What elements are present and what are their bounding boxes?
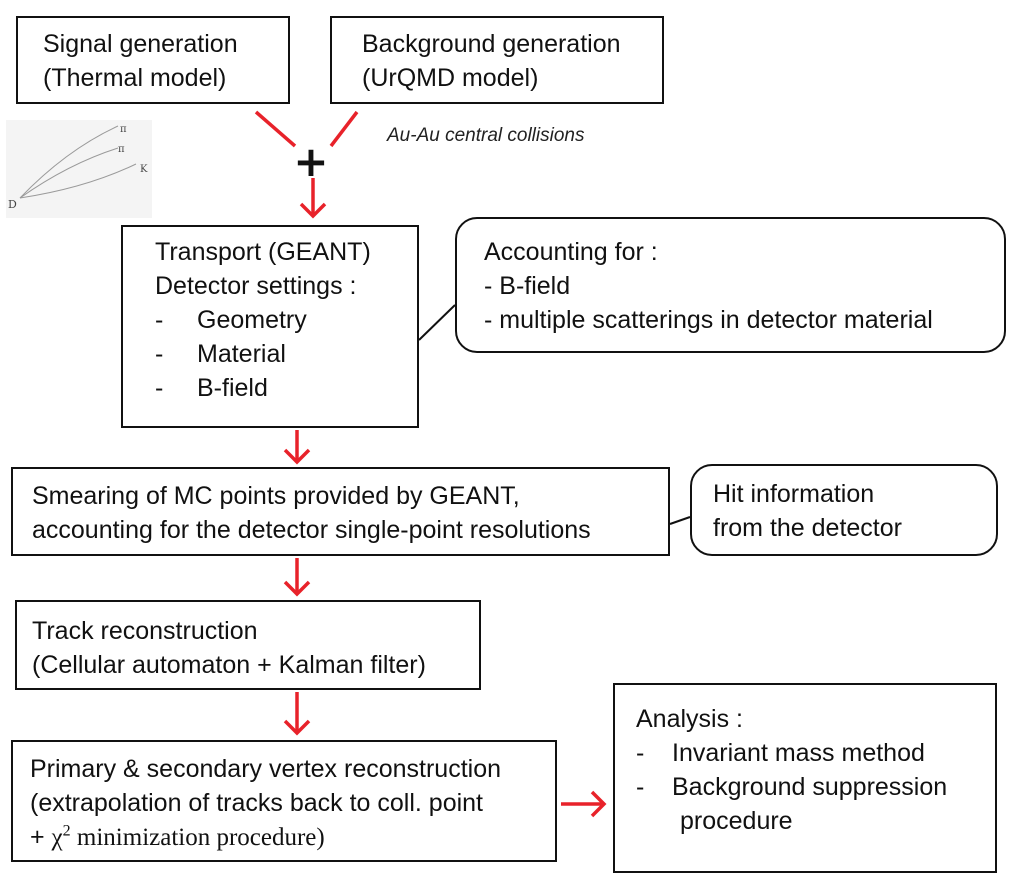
- accounting-item-bfield: - B-field: [484, 272, 571, 300]
- smearing-line-1: Smearing of MC points provided by GEANT,: [32, 482, 520, 510]
- transport-accounting-connector: [418, 304, 456, 341]
- arrow-to-track: [283, 558, 311, 597]
- background-connector: [329, 110, 359, 148]
- transport-item-geometry: -Geometry: [155, 306, 307, 334]
- background-generation-box: Background generation (UrQMD model): [330, 16, 664, 104]
- hit-information-callout: Hit information from the detector: [690, 464, 998, 556]
- vertex-line-1: Primary & secondary vertex reconstructio…: [30, 755, 502, 783]
- analysis-item-invariant-mass: -Invariant mass method: [636, 739, 925, 767]
- transport-box: Transport (GEANT) Detector settings : -G…: [121, 225, 419, 428]
- arrow-to-smearing: [283, 430, 311, 465]
- analysis-item-continuation: procedure: [680, 807, 793, 835]
- decay-sketch-image: D π π K: [6, 120, 152, 218]
- arrow-to-transport: [299, 178, 327, 219]
- accounting-item-scattering: - multiple scatterings in detector mater…: [484, 306, 933, 334]
- analysis-box: Analysis : -Invariant mass method -Backg…: [613, 683, 997, 873]
- analysis-item-background-suppression: -Background suppression: [636, 773, 948, 801]
- collision-note: Au-Au central collisions: [387, 125, 585, 146]
- track-reconstruction-box: Track reconstruction (Cellular automaton…: [15, 600, 481, 690]
- decay-pion1-label: π: [120, 124, 127, 135]
- smearing-line-2: accounting for the detector single-point…: [32, 516, 591, 544]
- arrow-to-vertex: [283, 692, 311, 736]
- accounting-callout: Accounting for : - B-field - multiple sc…: [455, 217, 1006, 353]
- accounting-title: Accounting for :: [484, 238, 658, 266]
- transport-item-material: -Material: [155, 340, 286, 368]
- analysis-title: Analysis :: [636, 705, 743, 733]
- smearing-box: Smearing of MC points provided by GEANT,…: [11, 467, 670, 556]
- signal-connector: [254, 110, 297, 148]
- decay-kaon-label: K: [140, 164, 148, 175]
- smearing-hit-connector: [669, 516, 691, 525]
- decay-parent-label: D: [8, 198, 17, 211]
- transport-item-bfield: -B-field: [155, 374, 268, 402]
- decay-pion2-label: π: [118, 144, 125, 155]
- signal-subtitle: (Thermal model): [43, 64, 227, 92]
- signal-title: Signal generation: [43, 30, 238, 58]
- vertex-line-3: + χ2 minimization procedure): [30, 822, 325, 851]
- arrow-to-analysis: [561, 790, 607, 818]
- chi-symbol: χ: [51, 824, 63, 851]
- background-subtitle: (UrQMD model): [362, 64, 539, 92]
- hit-info-line-2: from the detector: [713, 514, 902, 542]
- hit-info-line-1: Hit information: [713, 480, 875, 508]
- signal-generation-box: Signal generation (Thermal model): [16, 16, 290, 104]
- vertex-reconstruction-box: Primary & secondary vertex reconstructio…: [11, 740, 557, 862]
- track-title: Track reconstruction: [32, 617, 258, 645]
- transport-title: Transport (GEANT): [155, 238, 371, 266]
- background-title: Background generation: [362, 30, 621, 58]
- plus-sign: +: [293, 137, 328, 186]
- track-subtitle: (Cellular automaton + Kalman filter): [32, 651, 426, 679]
- vertex-line-2: (extrapolation of tracks back to coll. p…: [30, 789, 484, 817]
- detector-settings-label: Detector settings :: [155, 272, 357, 300]
